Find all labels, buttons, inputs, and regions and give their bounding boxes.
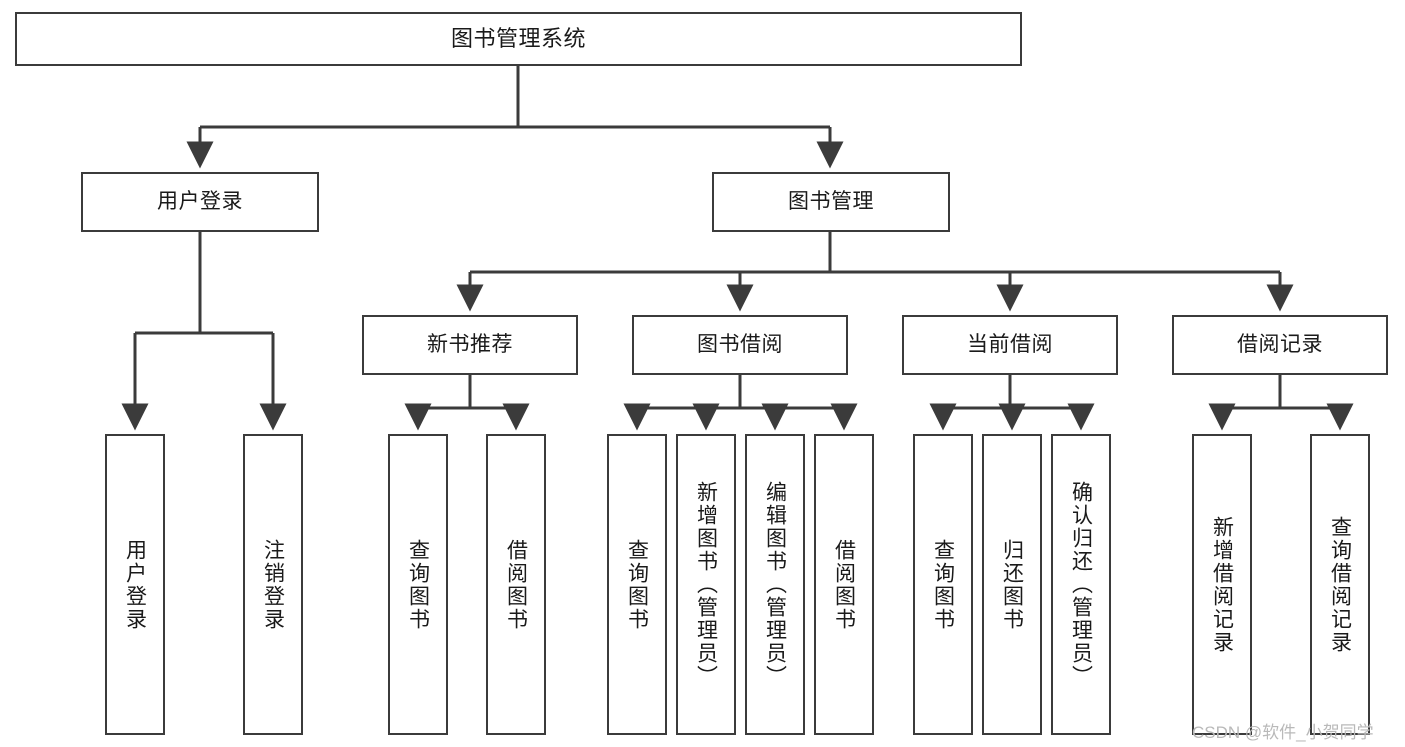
leaf-borrow-book-2[interactable]: 借阅图书 <box>814 434 874 735</box>
leaf-add-record-label: 新增借阅记录 <box>1210 515 1234 654</box>
node-book-borrow[interactable]: 图书借阅 <box>632 315 848 375</box>
node-book-borrow-label: 图书借阅 <box>697 332 783 356</box>
csdn-watermark: CSDN @软件_小贺同学 <box>1192 723 1374 742</box>
node-book-manage[interactable]: 图书管理 <box>712 172 950 232</box>
leaf-return-book-label: 归还图书 <box>1000 538 1024 631</box>
leaf-confirm-return-label: 确认归还（管理员） <box>1069 481 1093 688</box>
leaf-query-book-2[interactable]: 查询图书 <box>607 434 667 735</box>
leaf-query-record-label: 查询借阅记录 <box>1328 515 1352 654</box>
leaf-query-book-3-label: 查询图书 <box>931 538 955 631</box>
node-root[interactable]: 图书管理系统 <box>15 12 1022 66</box>
node-current-borrow[interactable]: 当前借阅 <box>902 315 1118 375</box>
leaf-user-login[interactable]: 用户登录 <box>105 434 165 735</box>
node-user-login[interactable]: 用户登录 <box>81 172 319 232</box>
leaf-query-record[interactable]: 查询借阅记录 <box>1310 434 1370 735</box>
leaf-user-logout[interactable]: 注销登录 <box>243 434 303 735</box>
leaf-borrow-book-2-label: 借阅图书 <box>832 538 856 631</box>
node-current-borrow-label: 当前借阅 <box>967 332 1053 356</box>
leaf-query-book-1[interactable]: 查询图书 <box>388 434 448 735</box>
leaf-query-book-3[interactable]: 查询图书 <box>913 434 973 735</box>
leaf-confirm-return[interactable]: 确认归还（管理员） <box>1051 434 1111 735</box>
node-borrow-record[interactable]: 借阅记录 <box>1172 315 1388 375</box>
leaf-add-book[interactable]: 新增图书（管理员） <box>676 434 736 735</box>
node-borrow-record-label: 借阅记录 <box>1237 332 1323 356</box>
leaf-add-book-label: 新增图书（管理员） <box>694 481 718 688</box>
node-root-label: 图书管理系统 <box>450 26 586 52</box>
leaf-user-logout-label: 注销登录 <box>261 538 285 631</box>
node-user-login-label: 用户登录 <box>157 189 243 213</box>
node-new-book-recommend-label: 新书推荐 <box>427 332 513 356</box>
leaf-edit-book-label: 编辑图书（管理员） <box>763 481 787 688</box>
leaf-borrow-book-1-label: 借阅图书 <box>504 538 528 631</box>
node-new-book-recommend[interactable]: 新书推荐 <box>362 315 578 375</box>
node-book-manage-label: 图书管理 <box>788 189 874 213</box>
leaf-query-book-2-label: 查询图书 <box>625 538 649 631</box>
leaf-borrow-book-1[interactable]: 借阅图书 <box>486 434 546 735</box>
leaf-return-book[interactable]: 归还图书 <box>982 434 1042 735</box>
leaf-add-record[interactable]: 新增借阅记录 <box>1192 434 1252 735</box>
leaf-user-login-label: 用户登录 <box>123 538 147 631</box>
leaf-edit-book[interactable]: 编辑图书（管理员） <box>745 434 805 735</box>
leaf-query-book-1-label: 查询图书 <box>406 538 430 631</box>
